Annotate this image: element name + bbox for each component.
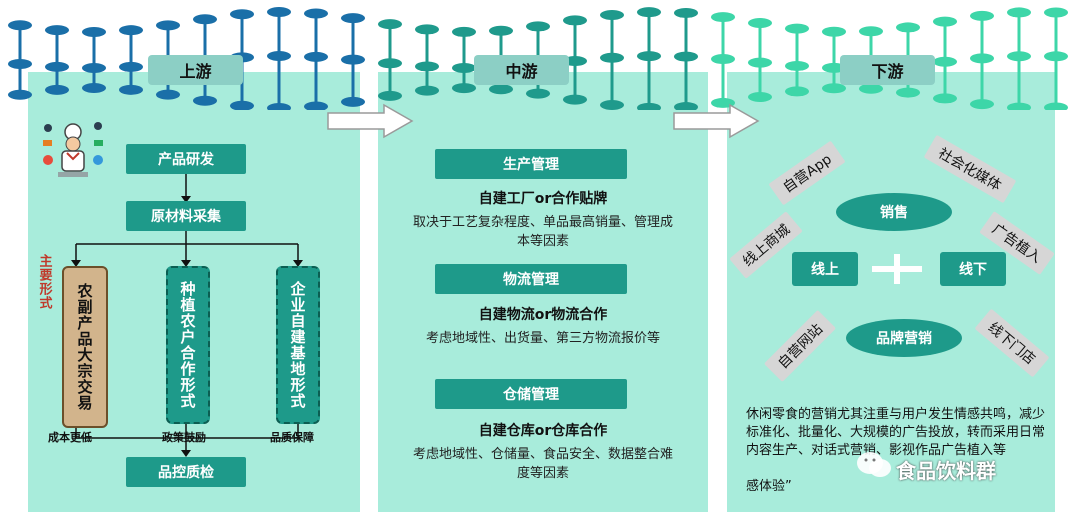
arrow-right-icon [327, 103, 414, 139]
marketing-paragraph-end: 感体验” [746, 479, 792, 494]
midstream-title: 中游 [474, 55, 569, 85]
farmer-cooperation-form: 种植农户合作形式 [166, 266, 210, 424]
logistics-management-box: 物流管理 [435, 264, 627, 294]
self-built-base-form: 企业自建基地形式 [276, 266, 320, 424]
brand-marketing-ellipse: 品牌营销 [846, 319, 962, 357]
logistics-desc-line-1: 考虑地域性、出货量、第三方物流报价等 [425, 331, 660, 346]
quality-assurance-note: 品质保障 [270, 431, 314, 444]
production-mode: 自建工厂or合作贴牌 [478, 191, 608, 207]
warehouse-desc-line-1: 考虑地域性、仓储量、食品安全、数据整合难 [412, 447, 673, 462]
warehouse-mode: 自建仓库or仓库合作 [478, 423, 608, 439]
warehouse-management-box: 仓储管理 [435, 379, 627, 409]
product-rd-box: 产品研发 [126, 144, 246, 174]
upstream-flow-connectors [71, 174, 303, 457]
production-management-box: 生产管理 [435, 149, 627, 179]
downstream-title: 下游 [840, 55, 935, 85]
raw-material-box: 原材料采集 [126, 201, 246, 231]
online-box: 线上 [792, 252, 858, 286]
marketing-paragraph: 休闲零食的营销尤其注重与用户发生情感共鸣，减少标准化、批量化、大规模的广告投放，… [746, 407, 1046, 458]
main-forms-label: 主要形式 [36, 254, 52, 310]
logistics-mode: 自建物流or物流合作 [478, 307, 608, 323]
bulk-trade-form: 农副产品大宗交易 [62, 266, 108, 428]
lower-cost-note: 成本更低 [48, 431, 92, 444]
plus-icon [872, 254, 922, 284]
warehouse-desc-line-2: 度等因素 [516, 466, 569, 481]
upstream-title: 上游 [148, 55, 243, 85]
policy-support-note: 政策鼓励 [162, 431, 206, 444]
wechat-icon [857, 452, 891, 477]
arrow-right-icon [673, 103, 760, 139]
production-desc-line-2: 本等因素 [516, 234, 569, 249]
production-desc-line-1: 取决于工艺复杂程度、单品最高销量、管理成 [412, 215, 673, 230]
sales-ellipse: 销售 [836, 193, 952, 231]
downstream-panel [727, 72, 1055, 512]
molecule-wave-decoration [8, 7, 1068, 110]
offline-box: 线下 [940, 252, 1006, 286]
quality-control-box: 品控质检 [126, 457, 246, 487]
chef-illustration-icon [43, 122, 103, 177]
watermark-text: 食品饮料群 [896, 459, 996, 483]
